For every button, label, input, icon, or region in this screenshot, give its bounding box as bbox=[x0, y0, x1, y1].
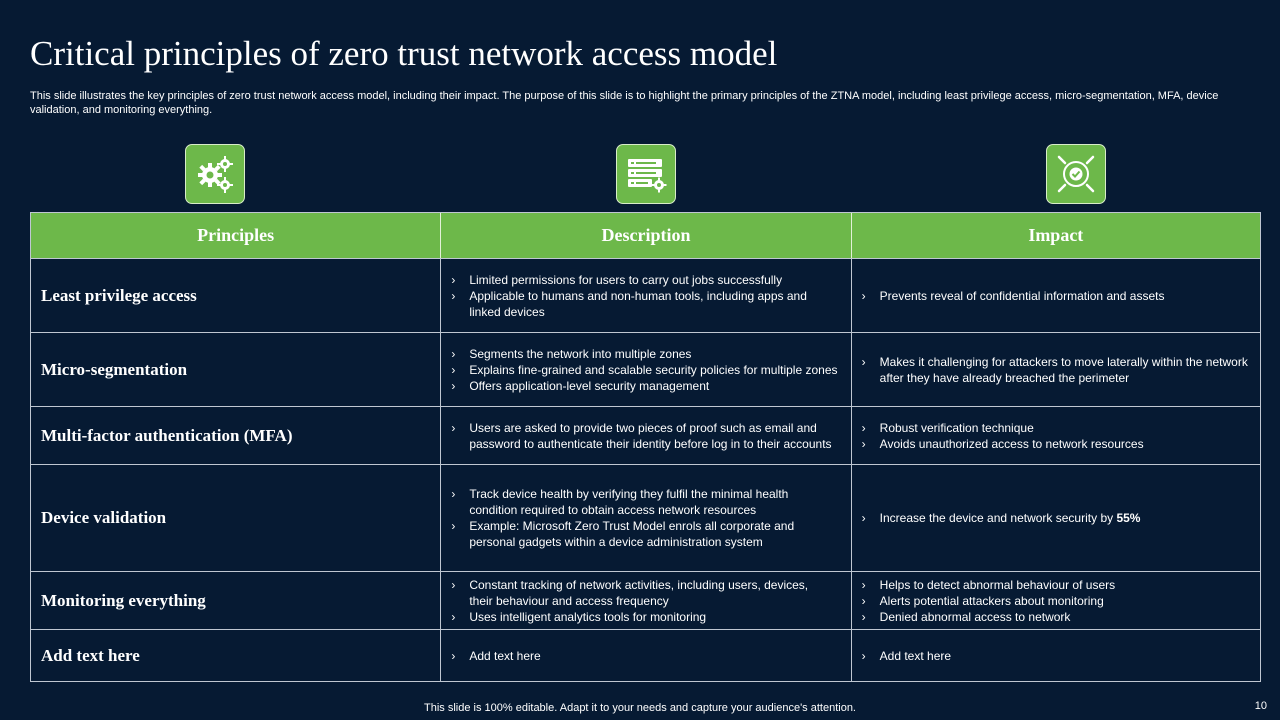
description-list: Add text here bbox=[451, 648, 838, 664]
table-row: Micro-segmentation Segments the network … bbox=[31, 332, 1260, 406]
principle-name: Monitoring everything bbox=[41, 590, 206, 610]
principle-name: Multi-factor authentication (MFA) bbox=[41, 425, 293, 445]
principle-name: Device validation bbox=[41, 508, 167, 527]
impact-item: Increase the device and network security… bbox=[862, 510, 1248, 526]
impact-item: Makes it challenging for attackers to mo… bbox=[862, 354, 1248, 386]
gears-icon bbox=[198, 156, 233, 193]
header-description: Description bbox=[440, 213, 850, 258]
description-item: Limited permissions for users to carry o… bbox=[451, 272, 838, 288]
impact-list: Robust verification technique Avoids una… bbox=[862, 420, 1248, 452]
page-number: 10 bbox=[1254, 700, 1267, 712]
table-row: Multi-factor authentication (MFA) Users … bbox=[31, 406, 1260, 464]
slide-subtitle: This slide illustrates the key principle… bbox=[30, 90, 1219, 116]
description-item: Explains fine-grained and scalable secur… bbox=[451, 362, 838, 378]
impact-item: Alerts potential attackers about monitor… bbox=[862, 593, 1248, 609]
header-principles: Principles bbox=[197, 225, 275, 245]
server-settings-icon-box bbox=[616, 144, 676, 204]
principles-table: Principles Description Impact Least priv… bbox=[30, 212, 1261, 682]
table-row: Device validation Track device health by… bbox=[31, 464, 1260, 571]
impact-list: Makes it challenging for attackers to mo… bbox=[862, 354, 1248, 386]
table-row: Add text here Add text here Add text her… bbox=[31, 629, 1260, 681]
impact-item: Robust verification technique bbox=[862, 420, 1248, 436]
impact-item: Avoids unauthorized access to network re… bbox=[862, 436, 1248, 452]
description-list: Users are asked to provide two pieces of… bbox=[451, 420, 838, 452]
impact-item: Add text here bbox=[862, 648, 1248, 664]
table-row: Least privilege access Limited permissio… bbox=[31, 258, 1260, 332]
impact-text: Increase the device and network security… bbox=[879, 511, 1117, 525]
description-item: Offers application-level security manage… bbox=[451, 378, 838, 394]
description-item: Track device health by verifying they fu… bbox=[451, 486, 838, 518]
impact-list: Helps to detect abnormal behaviour of us… bbox=[862, 577, 1248, 625]
description-list: Track device health by verifying they fu… bbox=[451, 486, 838, 550]
impact-item: Denied abnormal access to network bbox=[862, 609, 1248, 625]
target-check-icon-box bbox=[1046, 144, 1106, 204]
slide-footer: This slide is 100% editable. Adapt it to… bbox=[424, 702, 856, 714]
impact-list: Increase the device and network security… bbox=[862, 510, 1248, 526]
gears-icon-box bbox=[185, 144, 245, 204]
description-item: Uses intelligent analytics tools for mon… bbox=[451, 609, 838, 625]
principle-name: Add text here bbox=[41, 645, 140, 665]
description-item: Applicable to humans and non-human tools… bbox=[451, 288, 838, 320]
target-check-icon bbox=[1057, 155, 1095, 193]
header-impact: Impact bbox=[850, 213, 1260, 258]
principle-name: Least privilege access bbox=[41, 285, 197, 305]
description-list: Limited permissions for users to carry o… bbox=[451, 272, 838, 320]
description-item: Constant tracking of network activities,… bbox=[451, 577, 838, 609]
description-item: Add text here bbox=[451, 648, 838, 664]
table-header-row: Principles Description Impact bbox=[31, 213, 1260, 258]
description-item: Users are asked to provide two pieces of… bbox=[451, 420, 838, 452]
principle-name: Micro-segmentation bbox=[41, 359, 188, 379]
slide-title: Critical principles of zero trust networ… bbox=[30, 34, 778, 73]
description-item: Segments the network into multiple zones bbox=[451, 346, 838, 362]
impact-list: Prevents reveal of confidential informat… bbox=[862, 288, 1248, 304]
description-list: Constant tracking of network activities,… bbox=[451, 577, 838, 625]
impact-item: Prevents reveal of confidential informat… bbox=[862, 288, 1248, 304]
impact-highlight: 55% bbox=[1116, 511, 1141, 525]
description-item: Example: Microsoft Zero Trust Model enro… bbox=[451, 518, 838, 550]
impact-list: Add text here bbox=[862, 648, 1248, 664]
server-settings-icon bbox=[628, 159, 667, 193]
impact-item: Helps to detect abnormal behaviour of us… bbox=[862, 577, 1248, 593]
description-list: Segments the network into multiple zones… bbox=[451, 346, 838, 394]
table-row: Monitoring everything Constant tracking … bbox=[31, 571, 1260, 629]
